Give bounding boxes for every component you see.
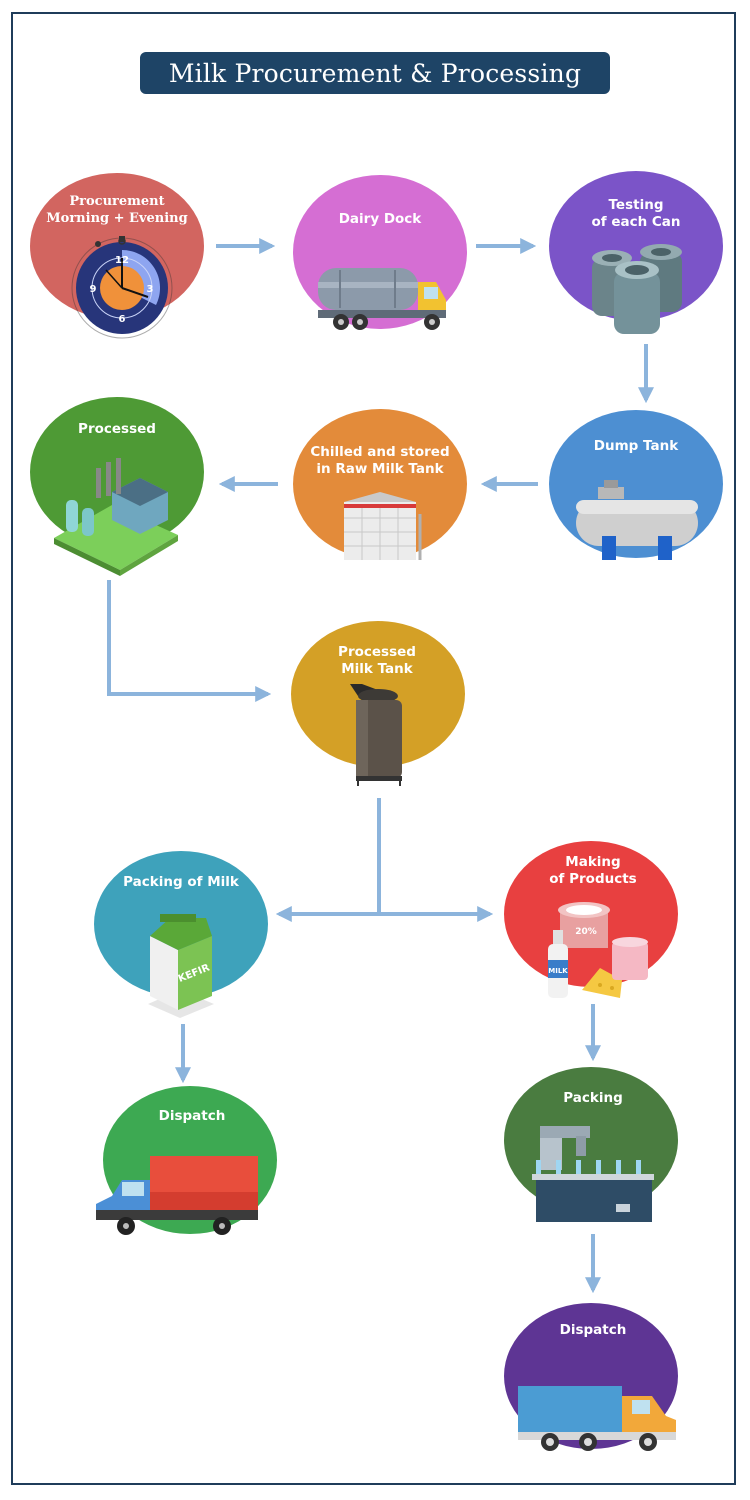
processed-tank-icon <box>350 684 402 786</box>
diagram-frame <box>11 12 736 1485</box>
packing-label: Packing <box>563 1090 623 1106</box>
factory-icon <box>54 458 178 576</box>
clock-9: 9 <box>90 284 97 295</box>
milk-bottle-label: MILK <box>548 967 568 975</box>
processed-tank-label: Processed Milk Tank <box>338 644 416 677</box>
clock-12: 12 <box>115 255 129 266</box>
delivery-truck-right-icon <box>518 1386 676 1451</box>
dairy-dock-label: Dairy Dock <box>338 211 422 227</box>
cup-label: 20% <box>575 927 597 937</box>
delivery-truck-left-icon <box>96 1156 258 1235</box>
dump-tank-icon <box>576 480 698 560</box>
processed-label: Processed <box>78 421 156 437</box>
testing-label: Testing of each Can <box>591 197 681 230</box>
chilled-label: Chilled and stored in Raw Milk Tank <box>310 444 450 477</box>
dairy-products-icon: 20% MILK <box>548 902 648 998</box>
making-products-label: Making of Products <box>549 854 637 887</box>
diagram-title: Milk Procurement & Processing <box>140 52 610 94</box>
clock-icon: 12 3 6 9 <box>71 236 173 339</box>
raw-milk-tank-icon <box>344 492 422 560</box>
arrow-processed-to-tank <box>107 580 272 702</box>
clock-3: 3 <box>147 284 154 295</box>
chilled-circle <box>293 409 467 559</box>
dispatch-left-label: Dispatch <box>158 1108 226 1124</box>
bottling-line-icon <box>532 1126 654 1222</box>
milk-cans-icon <box>592 244 682 334</box>
dispatch-right-label: Dispatch <box>559 1322 627 1338</box>
dump-tank-label: Dump Tank <box>593 438 679 454</box>
kefir-carton-icon: KEFIR <box>148 914 214 1018</box>
clock-6: 6 <box>119 314 126 325</box>
procurement-label: Procurement Morning + Evening <box>46 194 188 226</box>
connectors <box>107 238 654 1294</box>
tanker-truck-icon <box>318 268 446 330</box>
packing-milk-label: Packing of Milk <box>123 874 239 890</box>
